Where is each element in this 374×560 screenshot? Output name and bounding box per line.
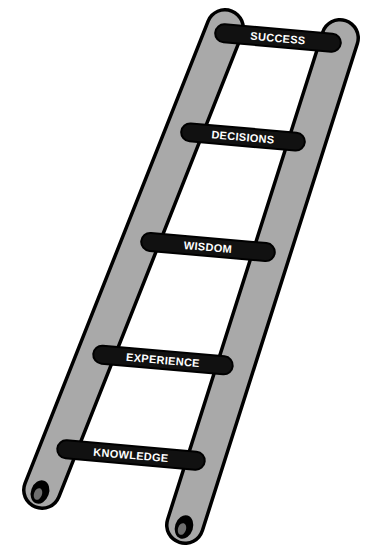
ladder-rung: KNOWLEDGE (55, 439, 206, 472)
ladder-rung: WISDOM (139, 231, 276, 263)
ladder-rung: EXPERIENCE (91, 344, 234, 376)
rung-label: WISDOM (183, 239, 232, 254)
rung-label: SUCCESS (250, 30, 306, 46)
rung-label: DECISIONS (211, 129, 275, 145)
rung-label: KNOWLEDGE (93, 446, 169, 464)
rung-label: EXPERIENCE (126, 351, 201, 368)
